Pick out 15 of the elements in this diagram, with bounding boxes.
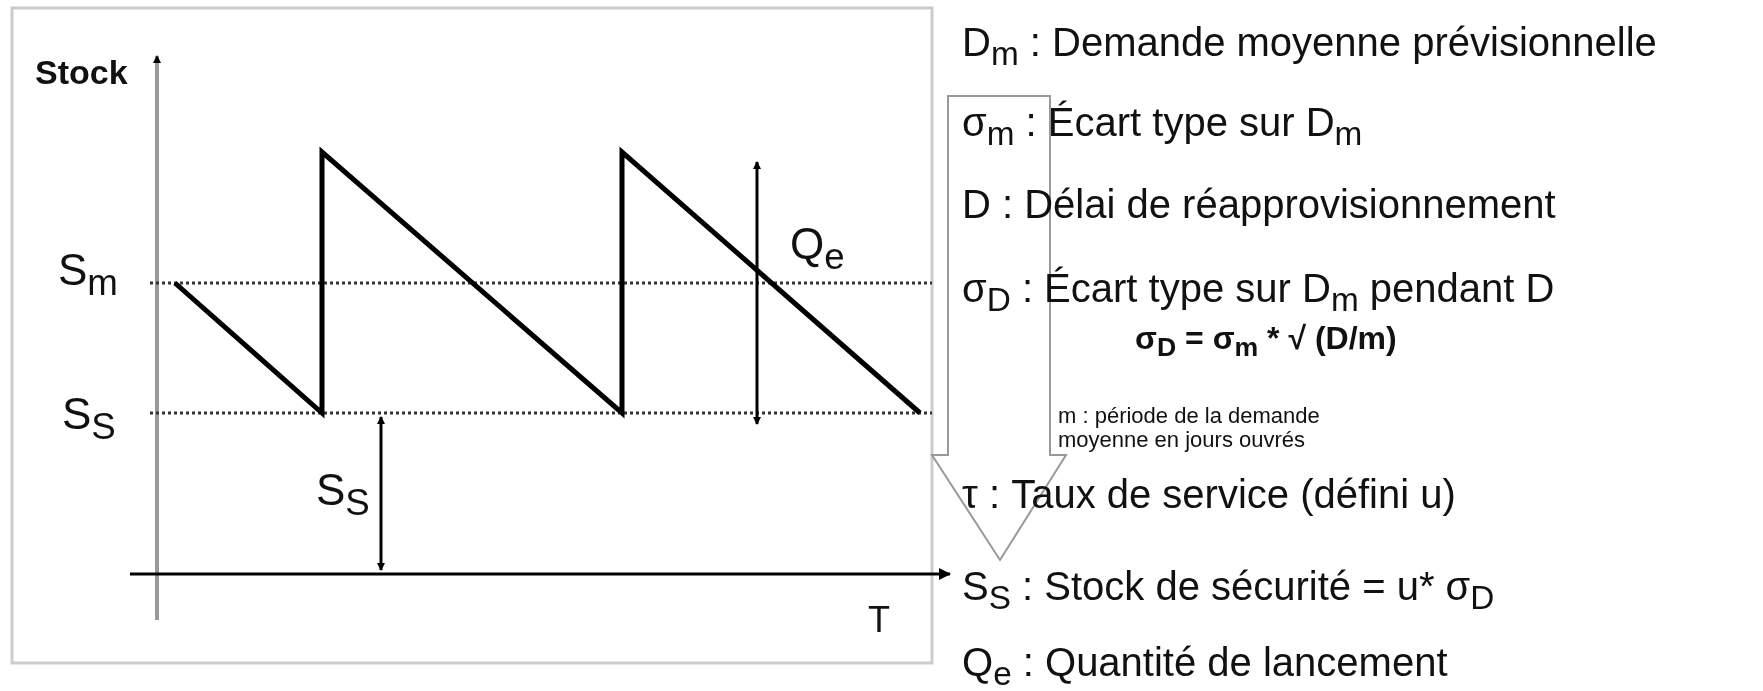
definition-text: D : Délai de réapprovisionnement [962, 184, 1556, 224]
definition-text: τ : Taux de service (défini u) [962, 474, 1456, 514]
axis-label: T [868, 602, 890, 638]
note-text: m : période de la demande moyenne en jours ouvrés [1058, 404, 1321, 453]
definition-text: σ$_{D}$ : Écart type sur D$_{m}$ pendant D [962, 268, 1555, 317]
definition-text: S$_{S}$ : Stock de sécurité = u* σ$_{D}$ [962, 566, 1495, 615]
quantity-label: Q$_{e}$ [790, 222, 845, 276]
axis-label: Stock [35, 55, 128, 89]
quantity-label: S$_{S}$ [316, 468, 370, 522]
definition-text: σ$_{m}$ : Écart type sur D$_{m}$ [962, 102, 1363, 151]
formula-text: σ$_{D}$ = σ$_{m}$ * √ (D/m) [1135, 322, 1397, 362]
level-label: S$_{m}$ [58, 248, 118, 302]
level-label: S$_{S}$ [62, 392, 116, 446]
definition-text: Q$_{e}$ : Quantité de lancement [962, 642, 1448, 691]
definition-text: D$_{m}$ : Demande moyenne prévisionnelle [962, 22, 1657, 71]
